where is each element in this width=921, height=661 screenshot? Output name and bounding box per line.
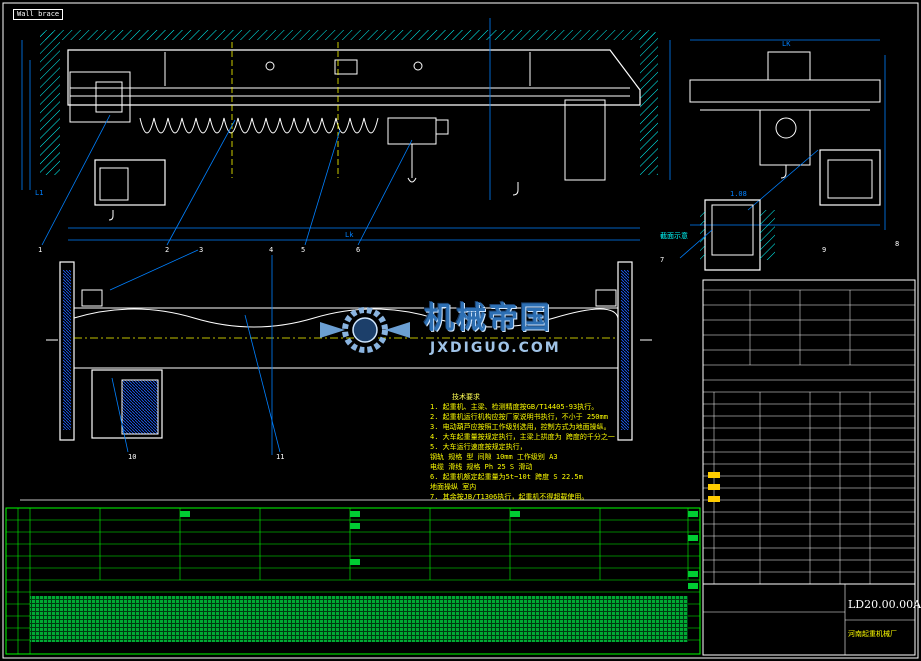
dimension-108: 1.08	[730, 190, 747, 198]
part-number-5: 5	[301, 246, 306, 254]
front-elevation-view[interactable]	[21, 18, 671, 291]
main-girder	[67, 49, 641, 106]
technical-notes-title: 技术要求	[452, 393, 480, 401]
plan-end-beam-right	[617, 261, 633, 441]
view-tag-label: Wall brace	[13, 9, 64, 20]
technical-note-line: 7. 其余按JB/T1306执行，起重机不得超载使用。	[430, 493, 589, 501]
plan-drive-motor	[91, 369, 163, 439]
part-number-6: 6	[356, 246, 361, 254]
parameter-table[interactable]	[5, 507, 701, 655]
technical-note-line: 6. 起重机额定起重量为5t~10t 跨度 S 22.5m	[430, 473, 583, 481]
part-number-2: 2	[165, 246, 170, 254]
side-end-carriage	[819, 149, 881, 206]
technical-note-line: 5. 大车运行速度按规定执行，	[430, 443, 527, 451]
end-carriage-left	[69, 71, 131, 123]
company-name: 河南起重机械厂	[848, 630, 897, 638]
technical-note-line: 4. 大车起重量按规定执行，主梁上拱度为 跨度的千分之一	[430, 433, 615, 441]
part-number-9: 9	[822, 246, 827, 254]
part-number-8: 8	[895, 240, 900, 248]
part-number-10: 10	[128, 453, 137, 461]
end-carriage-right	[564, 99, 606, 181]
technical-note-line: 2. 起重机运行机构应按厂家说明书执行，不小于 250mm	[430, 413, 608, 421]
part-number-11: 11	[276, 453, 285, 461]
plan-view[interactable]	[20, 255, 700, 501]
dimension-lk-side: LK	[782, 40, 791, 48]
girder-section-view[interactable]	[679, 199, 775, 271]
wall-hatch-left	[40, 32, 60, 175]
wall-hatch-right	[640, 32, 658, 175]
drawing-number: LD20.00.00A	[848, 598, 921, 611]
dimension-l1: L1	[35, 189, 44, 197]
drive-motor-box	[94, 159, 166, 206]
part-number-4: 4	[269, 246, 274, 254]
title-block	[702, 583, 916, 656]
festoon-cable	[139, 117, 379, 134]
technical-notes: 技术要求 1. 起重机、主梁、检测精度按GB/T14405-93执行。 2. 起…	[430, 392, 615, 502]
ceiling-hatch	[40, 30, 655, 40]
part-number-1: 1	[38, 246, 43, 254]
side-elevation-view[interactable]	[689, 39, 886, 230]
part-number-3: 3	[199, 246, 204, 254]
plan-end-beam-left	[59, 261, 75, 441]
side-hoist	[759, 109, 811, 166]
table-fill-band	[30, 596, 688, 642]
watermark-english: JXDIGUO.COM	[430, 340, 561, 356]
watermark-chinese: 机械帝国	[424, 301, 552, 336]
technical-note-line: 地面操纵 室内	[430, 483, 477, 491]
technical-note-line: 电缆 滑线 规格 Ph 25 S 滑动	[430, 463, 533, 471]
section-label: 截面示意	[660, 232, 688, 240]
parts-list-table[interactable]	[702, 279, 916, 656]
watermark: 机械帝国 JXDIGUO.COM	[338, 297, 608, 359]
technical-note-line: 钢轨 规格 型 间隙 10mm 工作级别 A3	[430, 453, 558, 461]
technical-note-line: 1. 起重机、主梁、检测精度按GB/T14405-93执行。	[430, 403, 599, 411]
part-number-7: 7	[660, 256, 665, 264]
technical-note-line: 3. 电动葫芦应按照工作级别选用，控制方式为地面操纵。	[430, 423, 611, 431]
watermark-gear-logo	[320, 307, 410, 353]
dimension-lk-front: Lk	[345, 231, 354, 239]
